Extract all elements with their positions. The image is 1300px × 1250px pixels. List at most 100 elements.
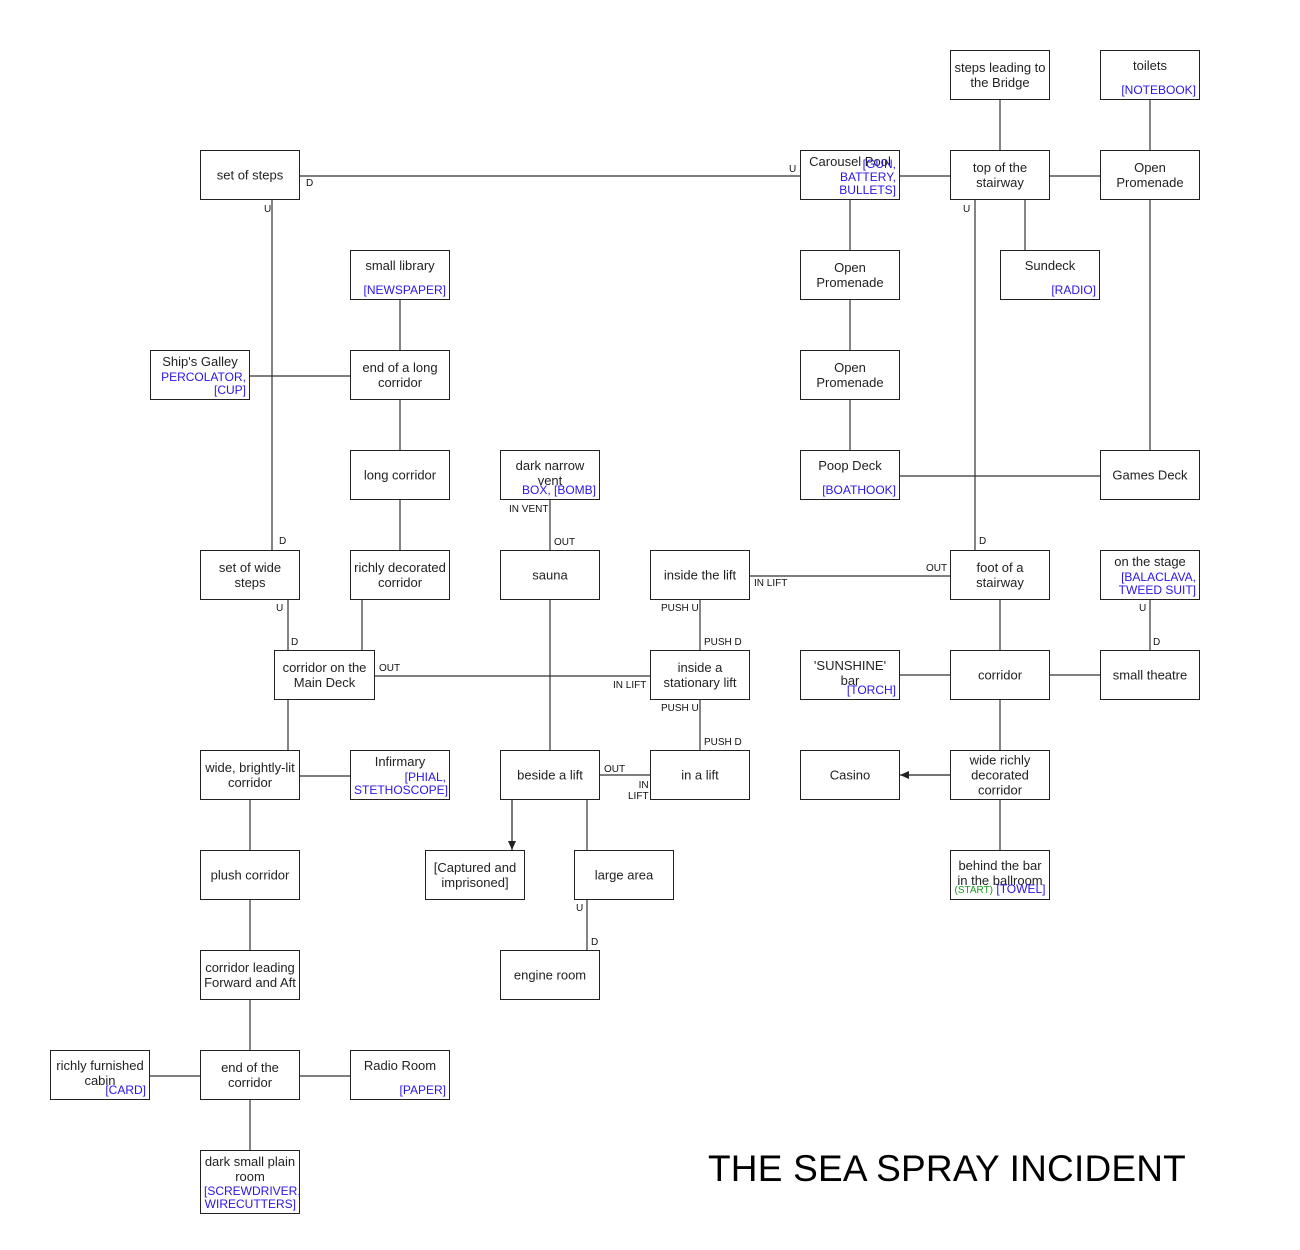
direction-label: OUT	[604, 764, 626, 775]
room-name: corridor on the Main Deck	[282, 660, 367, 690]
room-items: [SCREWDRIVER, WIRECUTTERS]	[204, 1185, 301, 1211]
room-items: [TORCH]	[804, 684, 896, 697]
room-games-deck: Games Deck	[1100, 450, 1200, 500]
room-name: steps leading to the Bridge	[954, 60, 1046, 90]
room-name: wide richly decorated corridor	[969, 752, 1031, 798]
room-name: dark small plain room	[204, 1154, 296, 1184]
room-name: Carousel Pool	[809, 154, 891, 169]
direction-label: PUSH D	[704, 637, 742, 648]
direction-label: D	[291, 637, 299, 648]
item-list: [GUN, BATTERY, BULLETS]	[839, 157, 896, 197]
room-name: Open Promenade	[1116, 160, 1184, 190]
room-name: Sundeck	[1024, 258, 1076, 273]
room-in-lift: in a lift	[650, 750, 750, 800]
room-corridor: corridor	[950, 650, 1050, 700]
room-name: wide, brightly-lit corridor	[205, 760, 295, 790]
item-list: [TOWEL]	[996, 882, 1046, 896]
room-corridor-fore-aft: corridor leading Forward and Aft	[200, 950, 300, 1000]
room-items: [PAPER]	[354, 1084, 446, 1097]
room-end-long-corridor: end of a long corridor	[350, 350, 450, 400]
room-name: end of a long corridor	[362, 360, 438, 390]
item-list: [BALACLAVA, TWEED SUIT]	[1118, 570, 1196, 597]
room-dark-plain-room: dark small plain room[SCREWDRIVER, WIREC…	[200, 1150, 301, 1214]
room-name: long corridor	[363, 467, 437, 483]
room-sunshine-bar: 'SUNSHINE' bar[TORCH]	[800, 650, 900, 700]
map-title: THE SEA SPRAY INCIDENT	[708, 1148, 1186, 1189]
room-end-corridor: end of the corridor	[200, 1050, 300, 1100]
room-name: set of steps	[216, 167, 284, 183]
room-name: small theatre	[1112, 667, 1188, 683]
direction-label: OUT	[379, 663, 401, 674]
room-items: PERCOLATOR, [CUP]	[154, 371, 246, 397]
direction-label: D	[979, 536, 987, 547]
room-name: richly furnished cabin	[56, 1058, 144, 1088]
item-list: [RADIO]	[1051, 283, 1096, 297]
direction-label: U	[1139, 603, 1147, 614]
room-steps-to-bridge: steps leading to the Bridge	[950, 50, 1050, 100]
room-engine-room: engine room	[500, 950, 600, 1000]
room-poop-deck: Poop Deck[BOATHOOK]	[800, 450, 900, 500]
room-wide-rich-corridor: wide richly decorated corridor	[950, 750, 1050, 800]
room-richly-decorated-corridor: richly decorated corridor	[350, 550, 450, 600]
item-list: PERCOLATOR, [CUP]	[161, 370, 246, 397]
room-name: Open Promenade	[816, 360, 884, 390]
room-name: set of wide steps	[218, 560, 282, 590]
item-list: [PHIAL, STETHOSCOPE]	[354, 770, 449, 797]
direction-label: IN LIFT	[613, 680, 647, 691]
room-items: [NOTEBOOK]	[1104, 84, 1196, 97]
room-name: Games Deck	[1112, 467, 1188, 483]
room-name: corridor leading Forward and Aft	[204, 960, 296, 990]
room-small-library: small library[NEWSPAPER]	[350, 250, 450, 300]
room-name: engine room	[513, 967, 587, 983]
room-small-theatre: small theatre	[1100, 650, 1200, 700]
room-captured: [Captured and imprisoned]	[425, 850, 525, 900]
room-foot-of-stairway: foot of a stairway	[950, 550, 1050, 600]
room-set-wide-steps: set of wide steps	[200, 550, 300, 600]
room-items: [CARD]	[54, 1084, 146, 1097]
room-name: Infirmary	[374, 754, 426, 769]
room-name: Casino	[829, 767, 871, 783]
room-behind-bar: behind the bar in the ballroom(START) [T…	[950, 850, 1050, 900]
direction-label: PUSH D	[704, 737, 742, 748]
room-name: corridor	[977, 667, 1023, 683]
room-beside-lift: beside a lift	[500, 750, 600, 800]
room-name: sauna	[532, 567, 568, 583]
room-items: BOX, [BOMB]	[504, 484, 596, 497]
direction-label: D	[1153, 637, 1161, 648]
room-open-promenade-1: Open Promenade	[800, 250, 900, 300]
room-corridor-main-deck: corridor on the Main Deck	[274, 650, 375, 700]
room-set-of-steps: set of steps	[200, 150, 300, 200]
room-name: richly decorated corridor	[354, 560, 446, 590]
room-top-of-stairway: top of the stairway	[950, 150, 1050, 200]
direction-label: D	[279, 536, 287, 547]
room-name: inside a stationary lift	[663, 660, 737, 690]
room-sundeck: Sundeck [RADIO]	[1000, 250, 1100, 300]
item-list: [TORCH]	[846, 683, 896, 697]
room-carousel-pool: Carousel Pool[GUN, BATTERY, BULLETS]	[800, 150, 900, 200]
direction-label: OUT	[554, 537, 576, 548]
direction-label: U	[789, 164, 797, 175]
direction-label: OUT	[926, 563, 948, 574]
direction-label: PUSH U	[661, 703, 699, 714]
direction-label: U	[576, 903, 584, 914]
room-toilets: toilets[NOTEBOOK]	[1100, 50, 1200, 100]
room-name: plush corridor	[210, 867, 290, 883]
room-bright-corridor: wide, brightly-lit corridor	[200, 750, 300, 800]
room-name: dark narrow vent	[515, 458, 585, 488]
room-infirmary: Infirmary[PHIAL, STETHOSCOPE]	[350, 750, 450, 800]
item-list: [PAPER]	[399, 1083, 446, 1097]
direction-label: U	[276, 603, 284, 614]
room-name: in a lift	[681, 767, 719, 783]
room-on-stage: on the stage[BALACLAVA, TWEED SUIT]	[1100, 550, 1200, 600]
room-name: top of the stairway	[972, 160, 1028, 190]
room-rich-cabin: richly furnished cabin[CARD]	[50, 1050, 150, 1100]
room-radio-room: Radio Room[PAPER]	[350, 1050, 450, 1100]
room-items: [GUN, BATTERY, BULLETS]	[804, 158, 896, 197]
room-items: [PHIAL, STETHOSCOPE]	[354, 770, 449, 797]
item-list: [BOATHOOK]	[822, 483, 896, 497]
room-casino: Casino	[800, 750, 900, 800]
room-sauna: sauna	[500, 550, 600, 600]
